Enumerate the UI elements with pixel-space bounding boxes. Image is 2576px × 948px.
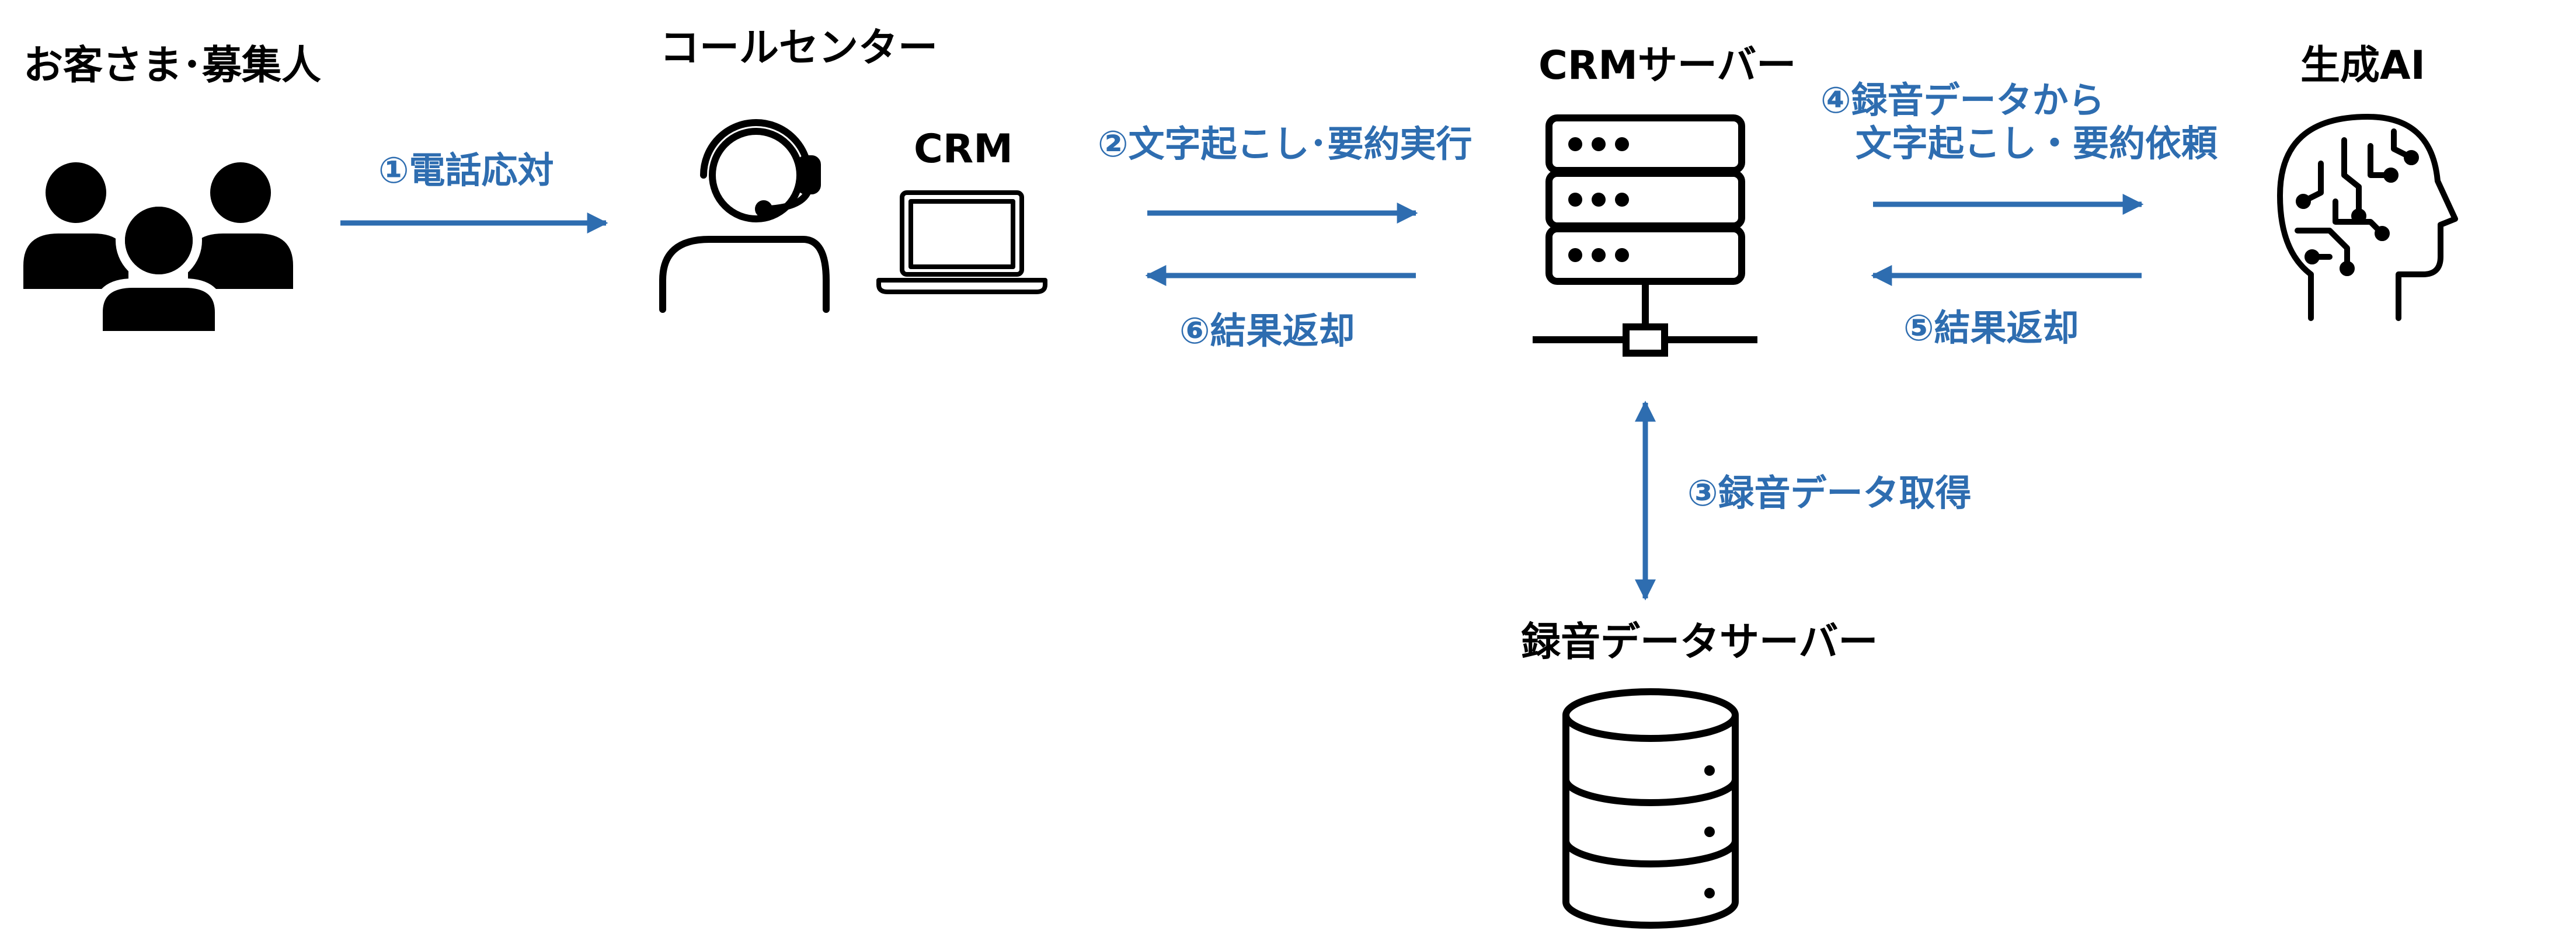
people-group-icon — [23, 162, 293, 340]
recording-server-label: 録音データサーバー — [1521, 619, 1878, 665]
step-4-label: ④録音データから 文字起こし・要約依頼 — [1820, 79, 2218, 166]
laptop-icon — [876, 190, 1047, 294]
ai-brain-head-icon — [2277, 114, 2458, 321]
step-2-label: ②文字起こし･要約実行 — [1098, 123, 1473, 165]
crm-label: CRM — [914, 126, 1013, 172]
operator-headset-icon — [659, 119, 830, 313]
gen-ai-label: 生成AI — [2300, 43, 2425, 89]
step-5-label: ⑤結果返却 — [1903, 306, 2079, 349]
customers-label: お客さま･募集人 — [23, 43, 322, 89]
call-center-label: コールセンター — [660, 25, 938, 71]
step-4-label-line-2: 文字起こし・要約依頼 — [1856, 122, 2218, 165]
step-6-label: ⑥結果返却 — [1179, 309, 1355, 352]
crm-server-label: CRMサーバー — [1538, 43, 1797, 89]
server-rack-icon — [1533, 114, 1757, 357]
step-4-label-line-1: ④録音データから — [1820, 79, 2105, 121]
step-3-label: ③録音データ取得 — [1687, 472, 1972, 514]
database-icon — [1562, 688, 1739, 929]
step-1-label: ①電話応対 — [378, 149, 554, 191]
